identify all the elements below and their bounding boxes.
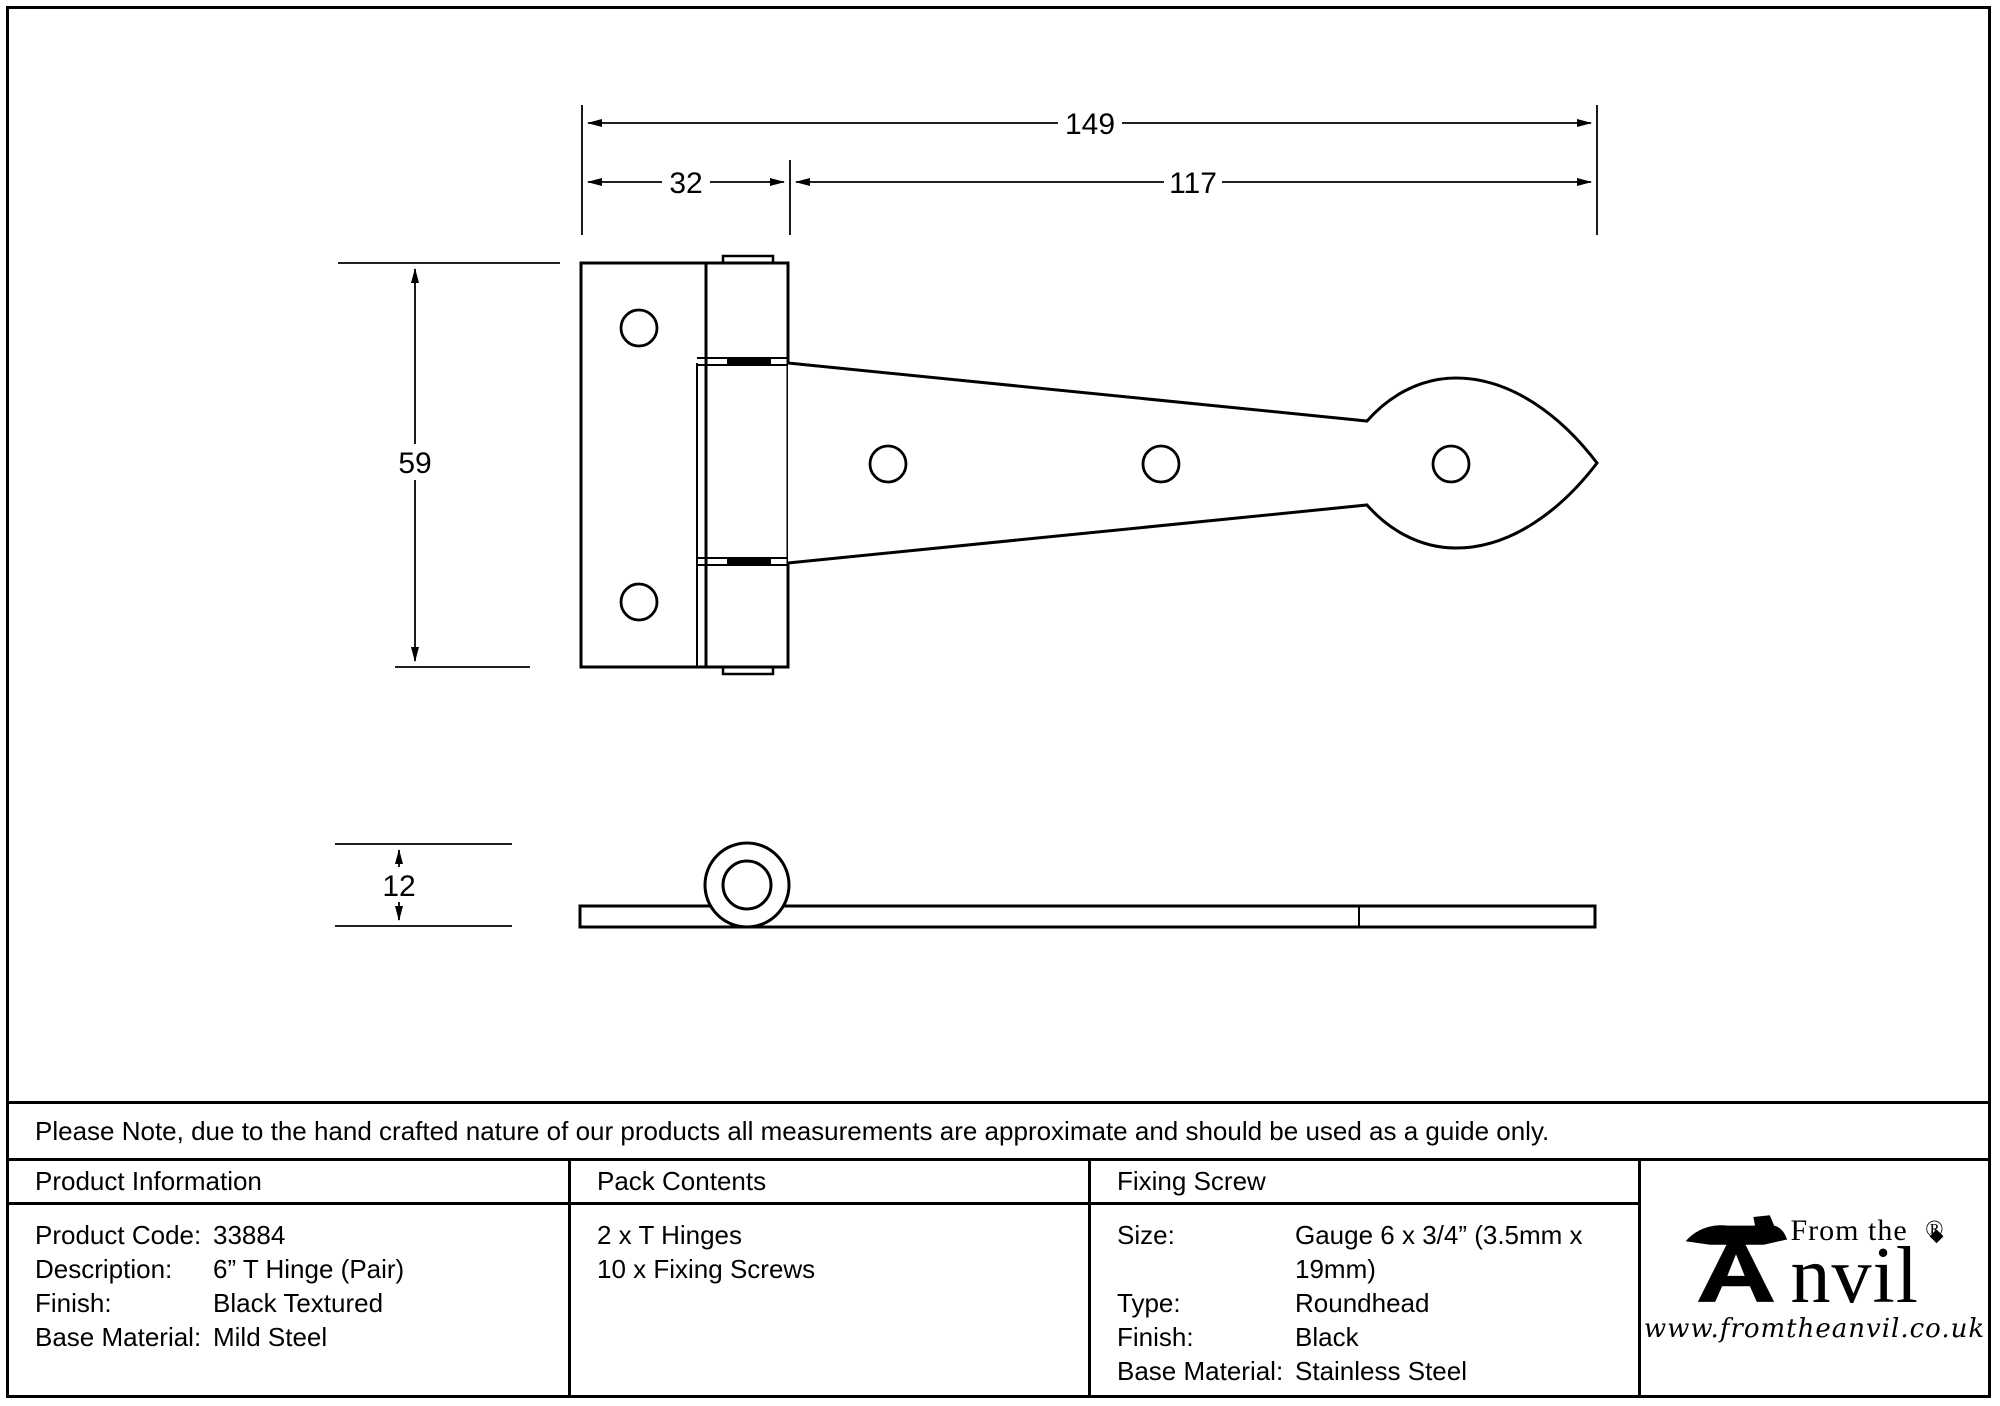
logo-website-url: www.fromtheanvil.co.uk — [1643, 1314, 1986, 1344]
plate-hole-top — [619, 308, 659, 348]
plate-hole-bottom — [619, 582, 659, 622]
row-value: Black Textured — [213, 1288, 384, 1318]
list-item: 10 x Fixing Screws — [597, 1254, 816, 1284]
from-the-text: From the — [1790, 1214, 1908, 1248]
logo-anvil-word: nvil ® — [1790, 1218, 1944, 1316]
fixing-screw-body: Size: Gauge 6 x 3/4” (3.5mm x 19mm) Type… — [1091, 1205, 1638, 1388]
table-row: Finish: Black — [1117, 1320, 1638, 1354]
diamond-icon: ◆ — [1929, 1224, 1945, 1245]
dimension-plate-and-strap — [587, 160, 1592, 235]
row-value: 6” T Hinge (Pair) — [213, 1254, 405, 1284]
strap-leaf-lines — [696, 357, 788, 667]
joint-marks — [727, 359, 771, 564]
anvil-text: nvil — [1790, 1232, 1919, 1321]
row-label: Type: — [1117, 1288, 1181, 1318]
side-view-bar — [578, 904, 1597, 929]
row-label: Product Code: — [35, 1220, 202, 1250]
strap-hole-2 — [1141, 444, 1181, 484]
dim-117-label: 117 — [1169, 167, 1217, 200]
product-information-body: Product Code: 33884 Description: 6” T Hi… — [9, 1205, 568, 1354]
measurement-note-text: Please Note, due to the hand crafted nat… — [35, 1115, 1550, 1146]
pack-contents-body: 2 x T Hinges 10 x Fixing Screws — [571, 1205, 1088, 1286]
fixing-screw-column: Fixing Screw Size: Gauge 6 x 3/4” (3.5mm… — [1091, 1161, 1641, 1395]
brand-logo-cell: From the ◆ nvil ® www.fromtheanvil.co.uk — [1641, 1161, 1988, 1395]
dim-32-label: 32 — [669, 167, 702, 200]
spec-sheet-page: 149 32 117 59 — [6, 6, 1991, 1398]
hinge-knuckle — [704, 261, 790, 669]
strap-hole-1 — [868, 444, 908, 484]
dimension-thickness — [335, 843, 512, 927]
dim-149-label: 149 — [1065, 108, 1115, 141]
dim-59-label-bg — [391, 444, 439, 480]
row-label: Base Material: — [35, 1322, 202, 1352]
dim-149-label-bg — [1058, 105, 1122, 140]
pack-contents-header: Pack Contents — [571, 1161, 1088, 1205]
table-row: Size: Gauge 6 x 3/4” (3.5mm x 19mm) — [1117, 1218, 1638, 1286]
row-label: Size: — [1117, 1220, 1175, 1250]
row-value: Roundhead — [1295, 1288, 1430, 1318]
logo-from-the: From the ◆ — [1790, 1214, 1944, 1248]
measurement-note: Please Note, due to the hand crafted nat… — [9, 1101, 1988, 1161]
table-row: Base Material: Stainless Steel — [1117, 1354, 1638, 1388]
technical-drawing-area: 149 32 117 59 — [9, 9, 1988, 1101]
row-label: Base Material: — [1117, 1356, 1284, 1386]
row-value: 33884 — [213, 1220, 286, 1250]
spear-hole — [1431, 444, 1471, 484]
dim-12-label-bg — [378, 867, 420, 902]
pack-contents-column: Pack Contents 2 x T Hinges 10 x Fixing S… — [571, 1161, 1091, 1395]
dim-32-label-bg — [662, 164, 710, 199]
row-label: Finish: — [1117, 1322, 1194, 1352]
table-row: Finish: Black Textured — [35, 1286, 568, 1320]
product-information-header: Product Information — [9, 1161, 568, 1205]
logo-wordmark: From the ◆ nvil ® — [1790, 1214, 1944, 1316]
row-value: Mild Steel — [213, 1322, 328, 1352]
table-row: Product Code: 33884 — [35, 1218, 568, 1252]
spec-table: Product Information Product Code: 33884 … — [9, 1161, 1988, 1395]
table-row: Base Material: Mild Steel — [35, 1320, 568, 1354]
dimension-plate-height — [338, 262, 560, 668]
top-view — [579, 254, 1599, 676]
row-value: Gauge 6 x 3/4” (3.5mm x 19mm) — [1295, 1220, 1583, 1284]
dim-117-label-bg — [1164, 164, 1222, 199]
product-information-column: Product Information Product Code: 33884 … — [9, 1161, 571, 1395]
list-item: 2 x T Hinges — [597, 1220, 743, 1250]
table-row: Description: 6” T Hinge (Pair) — [35, 1252, 568, 1286]
logo-lockup: From the ◆ nvil ® — [1644, 1212, 1985, 1316]
fixing-screw-header: Fixing Screw — [1091, 1161, 1638, 1205]
row-value: Black — [1295, 1322, 1359, 1352]
registered-trademark: ® — [1925, 1217, 1945, 1244]
anvil-icon — [1686, 1215, 1788, 1302]
dim-59-label: 59 — [398, 447, 431, 480]
dim-12-label: 12 — [382, 870, 415, 903]
hinge-strap — [787, 361, 1599, 565]
row-label: Finish: — [35, 1288, 112, 1318]
t-hinge-technical-drawing: 149 32 117 59 — [335, 105, 1599, 929]
from-the-anvil-logo: From the ◆ nvil ® www.fromtheanvil.co.uk — [1644, 1212, 1985, 1344]
row-label: Description: — [35, 1254, 173, 1284]
table-row: Type: Roundhead — [1117, 1286, 1638, 1320]
knuckle-eye-pin-hole — [721, 859, 773, 911]
screw-holes — [619, 308, 1471, 622]
side-view — [578, 841, 1597, 929]
row-value: Stainless Steel — [1295, 1356, 1467, 1386]
